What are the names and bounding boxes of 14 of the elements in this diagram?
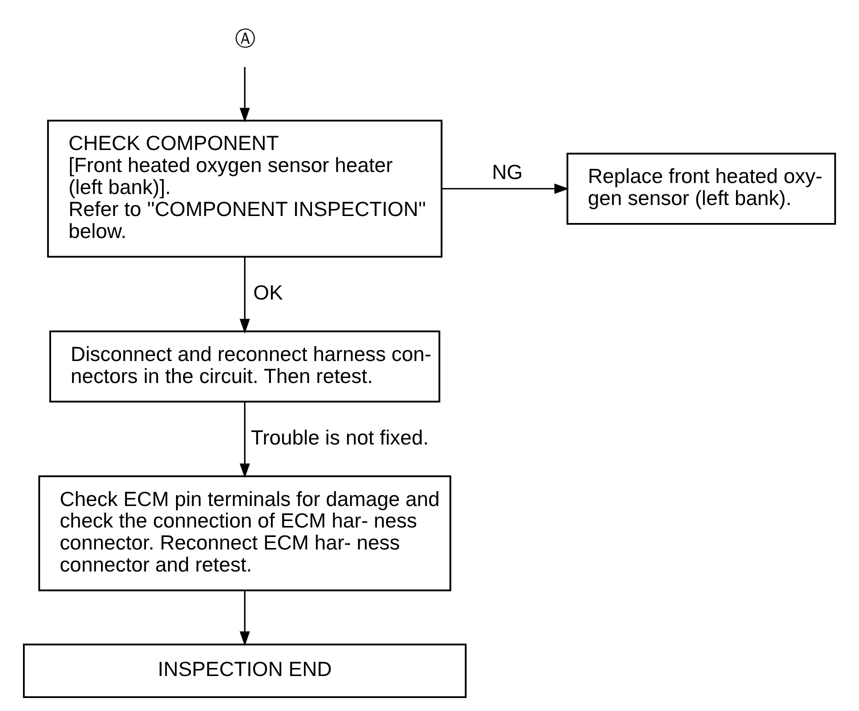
arrow	[240, 67, 250, 122]
node-box: Disconnect and reconnect harness con- nectors in the circuit. Then retest.	[49, 330, 440, 402]
arrow	[240, 402, 250, 478]
node-box: Replace front heated oxy- gen sensor (left bank).	[566, 152, 836, 225]
node-box: INSPECTION END	[22, 644, 467, 698]
arrow	[442, 184, 570, 194]
edge-label: Trouble is not fixed.	[250, 426, 429, 450]
edge-label: NG	[492, 160, 523, 184]
arrow	[240, 256, 250, 334]
node-box: Check ECM pin terminals for damage and check the connection of ECM har- ness connector. Reconnect ECM har- ness connector and retest.	[38, 475, 452, 592]
node-box: CHECK COMPONENT [Front heated oxygen sensor heater (left bank)]. Refer to ''COMPONENT INSPECTION'' below.	[47, 120, 442, 258]
edge-label: OK	[253, 281, 283, 304]
arrow	[240, 590, 250, 646]
node-text: Ⓐ	[234, 28, 255, 51]
